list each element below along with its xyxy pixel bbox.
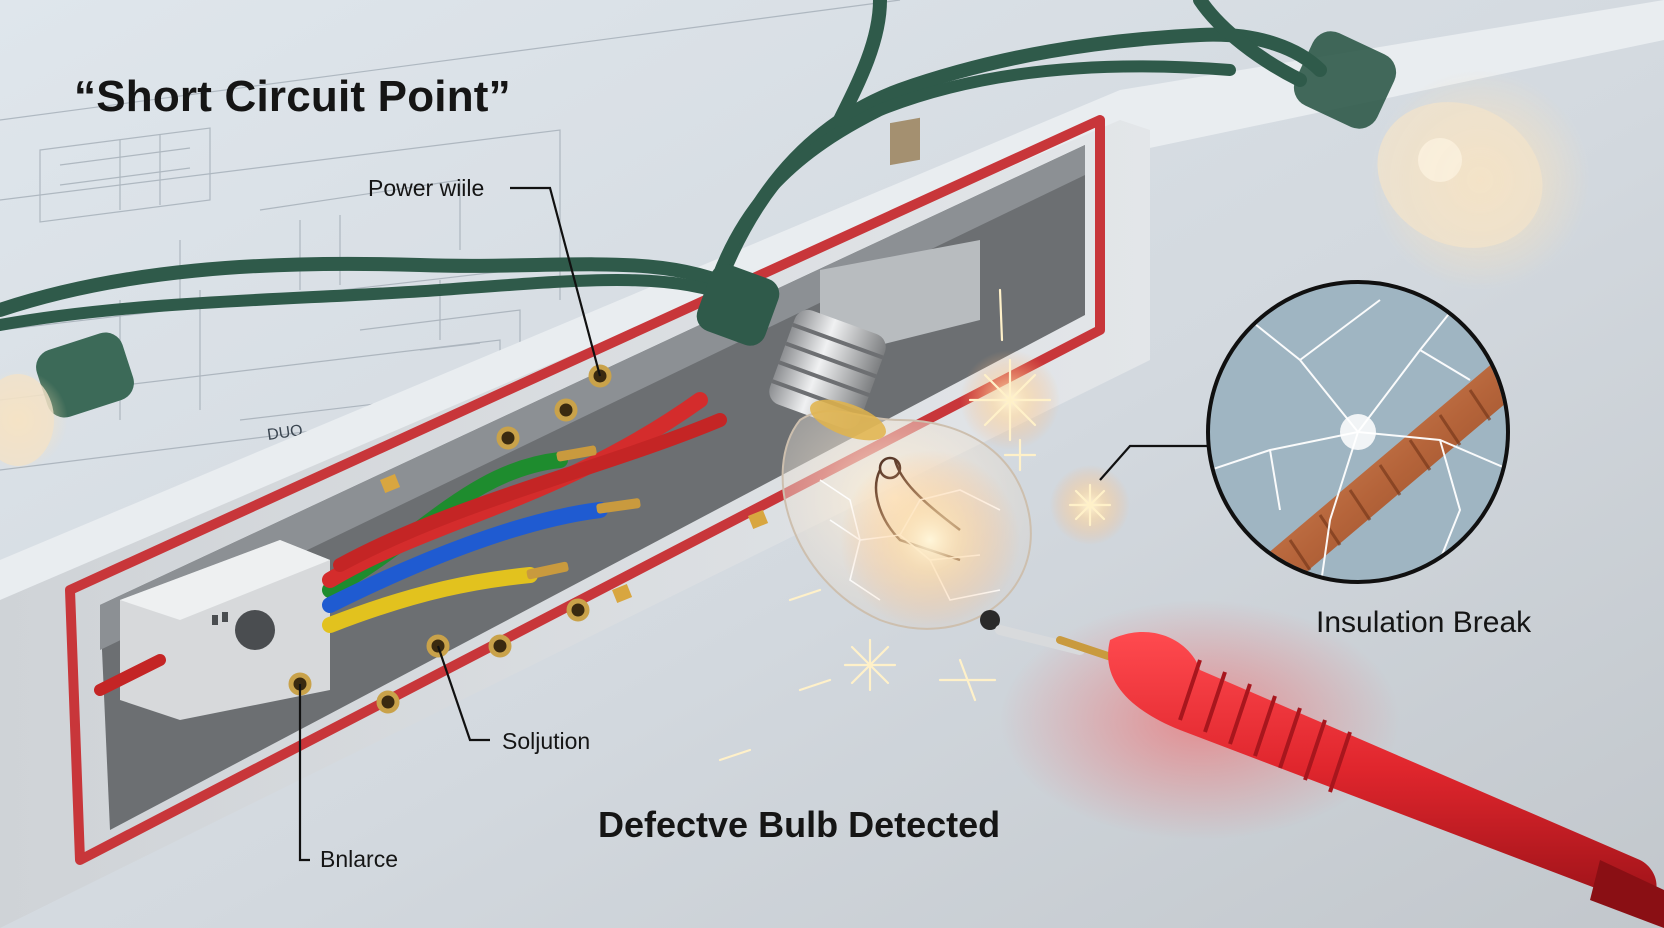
sparks [718,288,1130,762]
callout-balance: Bnlarce [320,846,398,872]
bulb-screw-base [769,309,886,429]
leader-lines [298,186,1210,862]
red-trim-tabs [379,474,769,603]
page-title: “Short Circuit Point” [74,72,511,121]
wire-tips [526,445,641,580]
callout-insulation-break: Insulation Break [1316,606,1532,639]
insulation-magnifier [1206,280,1510,584]
left-bulb-socket [0,332,134,470]
green-cable [0,0,1327,331]
callout-power-wire: Power wiile [368,175,485,201]
housing-top [0,0,1664,650]
background-bulb [1293,31,1590,290]
callout-solution: Soljution [502,728,591,754]
colored-wires [94,392,727,696]
multimeter-probe [995,600,1664,928]
terminal-block [120,540,330,720]
callout-defective-bulb: Defectve Bulb Detected [598,804,1001,845]
